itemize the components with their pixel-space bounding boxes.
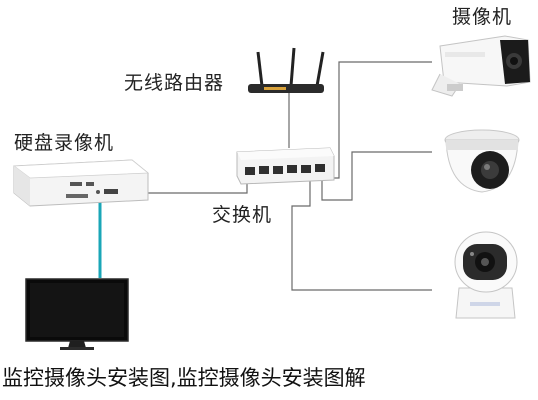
router-icon xyxy=(248,47,325,93)
switch-icon xyxy=(236,147,335,185)
cable-switch-camera1 xyxy=(334,61,432,179)
nvr-icon xyxy=(12,159,150,207)
bullet-camera-icon xyxy=(431,35,531,97)
cable-switch-camera2 xyxy=(321,151,432,201)
switch-label: 交换机 xyxy=(212,204,273,226)
caption-text: 监控摄像头安装图,监控摄像头安装图解 xyxy=(2,366,366,390)
camera-label: 摄像机 xyxy=(452,6,513,28)
monitor-icon xyxy=(25,278,129,350)
dome-camera-icon xyxy=(444,129,520,193)
ptz-camera-icon xyxy=(454,231,518,319)
nvr-label: 硬盘录像机 xyxy=(14,132,115,154)
cable-switch-camera3 xyxy=(291,180,432,291)
cable-lines xyxy=(146,61,432,291)
router-label: 无线路由器 xyxy=(124,72,225,94)
cable-nvr-switch xyxy=(146,183,248,194)
